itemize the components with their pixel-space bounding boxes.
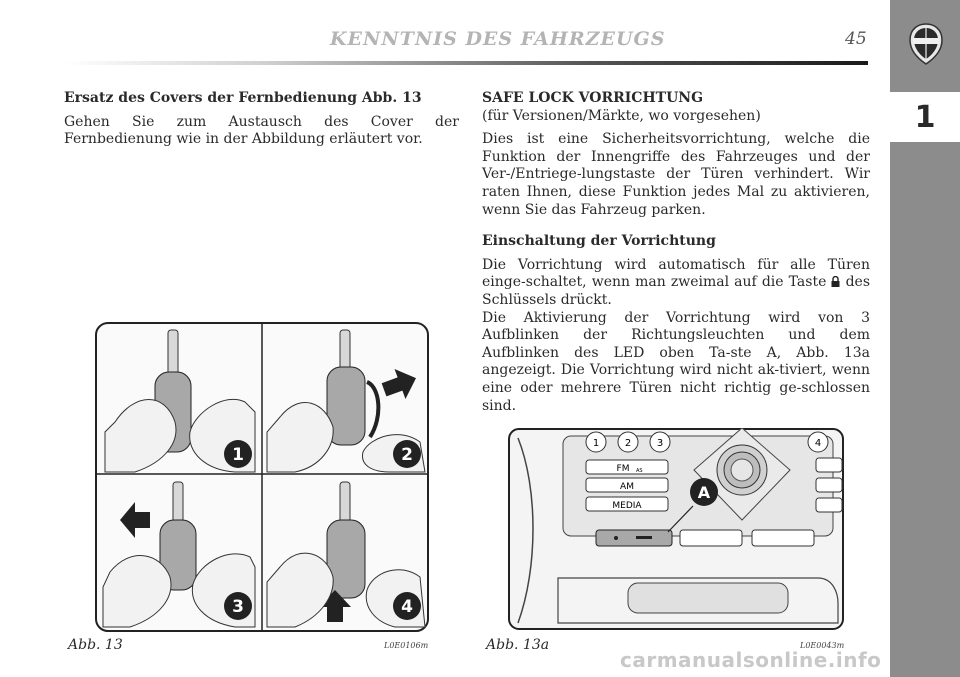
figure-13a-caption: Abb. 13a (486, 637, 550, 653)
svg-text:1: 1 (232, 445, 244, 465)
step-4-illustration: 4 (266, 481, 426, 628)
safe-lock-subheading: (für Versionen/Märkte, wo vorgesehen) (482, 107, 761, 124)
svg-text:4: 4 (815, 438, 821, 449)
page-header-title: KENNTNIS DES FAHRZEUGS (330, 28, 666, 50)
svg-text:A: A (698, 483, 711, 502)
step-1-illustration: 1 (104, 329, 256, 473)
lancia-logo (909, 23, 943, 65)
safe-lock-heading: SAFE LOCK VORRICHTUNG (482, 90, 704, 106)
step-2-badge (393, 440, 421, 468)
svg-text:2: 2 (401, 445, 413, 465)
watermark: carmanualsonline.info (620, 648, 882, 672)
media-button (585, 496, 669, 512)
figure-13a-code: L0E0043m (800, 641, 845, 650)
activation-indication-text: Die Aktivierung der Vorrichtung wird von… (482, 309, 870, 414)
activation-heading: Einschaltung der Vorrichtung (482, 233, 716, 250)
svg-text:3: 3 (232, 597, 244, 617)
step-4-badge (393, 592, 421, 620)
safe-lock-description: Dies ist eine Sicherheitsvorrichtung, we… (482, 131, 870, 218)
activation-text: Die Vorrichtung wird automatisch für all… (482, 256, 871, 308)
cover-replacement-heading: Ersatz des Covers der Fernbedienung Abb.… (64, 90, 422, 106)
step-3-badge (224, 592, 252, 620)
rotary-control (693, 428, 791, 521)
page-number: 45 (845, 29, 867, 49)
svg-text:FM: FM (617, 464, 630, 474)
svg-text:MEDIA: MEDIA (612, 501, 642, 511)
svg-text:2: 2 (625, 438, 631, 449)
figure-13-cover-steps: 1 2 3 4 (95, 322, 429, 632)
figure-13-caption: Abb. 13 (68, 637, 123, 653)
fm-button (585, 459, 669, 475)
left-column: Ersatz des Covers der Fernbedienung Abb.… (64, 90, 459, 155)
am-button (585, 477, 669, 493)
right-column: SAFE LOCK VORRICHTUNG (für Versionen/Mär… (482, 90, 870, 421)
preset-buttons: 1 2 3 4 (585, 431, 829, 453)
svg-text:1: 1 (593, 438, 599, 449)
svg-text:AM: AM (620, 482, 634, 492)
svg-text:4: 4 (401, 597, 413, 617)
lock-icon (831, 276, 840, 288)
svg-text:AS: AS (636, 468, 643, 474)
label-a-badge (690, 478, 718, 506)
figure-13a-dashboard: 1 2 3 4 FM AS AM MEDIA A (508, 428, 844, 630)
chapter-number: 1 (890, 92, 960, 142)
cover-replacement-text: Gehen Sie zum Austausch des Cover der Fe… (64, 113, 459, 148)
header-rule (64, 61, 868, 65)
safe-lock-button (595, 529, 673, 547)
figure-13-code: L0E0106m (384, 641, 429, 650)
step-3-illustration: 3 (102, 481, 256, 628)
svg-text:3: 3 (657, 438, 663, 449)
step-1-badge (224, 440, 252, 468)
step-2-illustration: 2 (266, 329, 426, 473)
